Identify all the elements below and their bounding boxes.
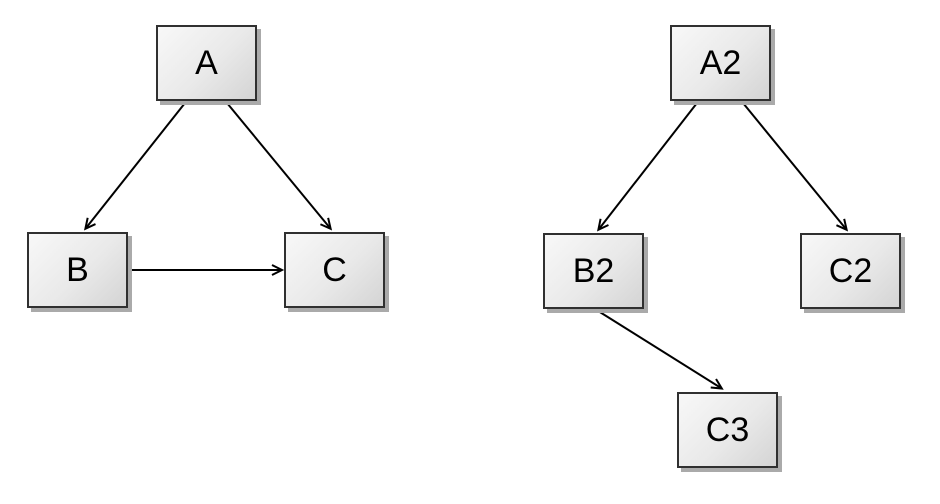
node-c3[interactable]: C3	[677, 392, 778, 468]
node-c2[interactable]: C2	[800, 233, 901, 309]
node-c[interactable]: C	[284, 232, 385, 308]
node-b2[interactable]: B2	[543, 233, 644, 309]
edge-a-to-c	[226, 102, 333, 231]
node-a[interactable]: A	[156, 25, 257, 101]
node-c3-label: C3	[705, 410, 750, 449]
edge-a-to-b	[83, 102, 186, 231]
node-b2-label: B2	[572, 251, 615, 290]
node-a2[interactable]: A2	[670, 25, 771, 101]
node-a2-label: A2	[699, 43, 742, 82]
node-c2-label: C2	[828, 251, 873, 290]
node-a-label: A	[195, 43, 218, 82]
node-c-label: C	[322, 250, 347, 289]
node-b[interactable]: B	[27, 232, 128, 308]
edge-a2-to-b2	[597, 102, 698, 232]
edge-b2-to-c3	[594, 308, 724, 390]
edge-a2-to-c2	[742, 102, 849, 232]
node-b-label: B	[66, 250, 89, 289]
